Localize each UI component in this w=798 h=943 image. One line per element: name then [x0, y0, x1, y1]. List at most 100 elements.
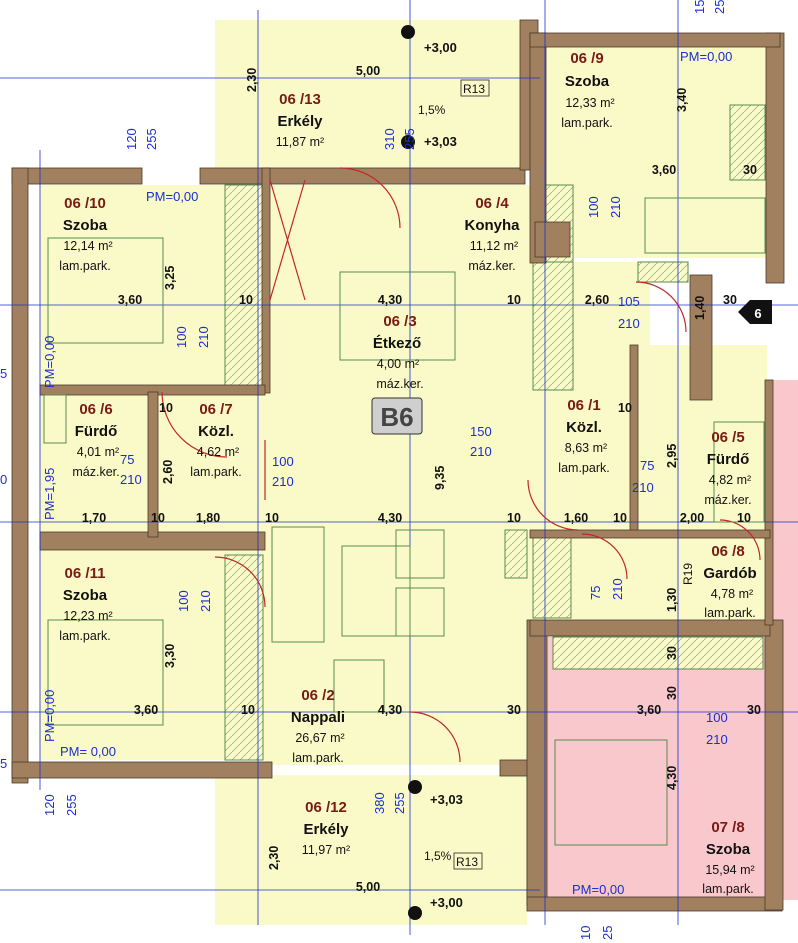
- blue-dimension: 100: [706, 710, 728, 725]
- outer-wall-left: [11, 167, 29, 784]
- room-fill-06-6: [40, 392, 150, 532]
- tag-label: R13: [456, 855, 478, 869]
- wall-0708-left: [526, 619, 548, 906]
- dimension: 10: [241, 703, 255, 717]
- level-marker-icon: [401, 135, 415, 149]
- room-id: 06 /10: [64, 195, 106, 212]
- unit-badge: B6: [380, 402, 413, 432]
- blue-dimension: 75: [640, 458, 654, 473]
- room-floor: máz.ker.: [468, 259, 515, 273]
- room-name: Étkező: [373, 335, 421, 352]
- dimension: 10: [737, 511, 751, 525]
- room-name: Erkély: [303, 821, 349, 838]
- wardrobes: [224, 104, 766, 761]
- wall-0605-left: [629, 344, 639, 536]
- room-floor: máz.ker.: [72, 465, 119, 479]
- room-area: 4,62 m²: [197, 445, 239, 459]
- dimension: 1,30: [665, 588, 679, 612]
- slope-label: 1,5%: [424, 849, 452, 863]
- room-fill-06-13: [215, 20, 522, 168]
- room-id: 06 /6: [79, 401, 112, 418]
- room-area: 11,87 m²: [276, 135, 324, 149]
- room-floor: lam.park.: [561, 116, 612, 130]
- blue-dimension: 150: [470, 424, 492, 439]
- bed-0610: [47, 237, 164, 344]
- dimension: 2,60: [161, 460, 175, 484]
- blue-dimension: 5: [0, 756, 7, 771]
- dimension: 2,95: [665, 444, 679, 468]
- furniture: [43, 197, 766, 846]
- dining-table: [339, 271, 456, 361]
- blue-dimension: 210: [470, 444, 492, 459]
- room-id: 06 /2: [301, 687, 334, 704]
- sofa: [271, 526, 325, 643]
- room-name: Közl.: [566, 419, 602, 436]
- level-marker-icon: [408, 906, 422, 920]
- pm-label: PM=0,00: [42, 336, 57, 388]
- tv-unit: [333, 659, 385, 713]
- tag-label: R13: [463, 82, 485, 96]
- walls: [11, 19, 785, 912]
- level-labels: +3,00 +3,03 +3,03 +3,00: [424, 40, 463, 910]
- level-label: +3,03: [430, 792, 463, 807]
- dimension: 10: [507, 511, 521, 525]
- doors: [161, 167, 761, 763]
- wall-0608-bottom: [529, 619, 771, 637]
- blue-dimension: 100: [176, 590, 191, 612]
- room-area: 8,63 m²: [565, 441, 607, 455]
- dimension: 3,60: [118, 293, 142, 307]
- wall-0605-right: [764, 379, 774, 626]
- dimension: 10: [239, 293, 253, 307]
- room-name: Szoba: [63, 587, 108, 604]
- dimension: 10: [618, 401, 632, 415]
- blue-dimension: 100: [272, 454, 294, 469]
- room-id: 06 /5: [711, 429, 744, 446]
- blue-dimension: 15: [692, 0, 707, 14]
- dimension: 30: [747, 703, 761, 717]
- dimension: 1,40: [693, 296, 707, 320]
- dimension: 10: [151, 511, 165, 525]
- dimension: 3,25: [163, 266, 177, 290]
- dimension: 30: [665, 686, 679, 700]
- dimension: 10: [265, 511, 279, 525]
- room-id: 06 /12: [305, 799, 347, 816]
- level-marker-icon: [401, 25, 415, 39]
- room-area: 26,67 m²: [295, 731, 344, 745]
- dimension: 2,30: [267, 846, 281, 870]
- room-id: 06 /7: [199, 401, 232, 418]
- blue-dimension: 210: [618, 316, 640, 331]
- dimension: 10: [159, 401, 173, 415]
- room-floor: lam.park.: [292, 751, 343, 765]
- blue-dimension: 100: [586, 196, 601, 218]
- bed-069: [644, 197, 766, 254]
- room-fill-06-7: [150, 392, 265, 532]
- blue-dimension: 105: [618, 294, 640, 309]
- blue-dimension: 255: [392, 792, 407, 814]
- pm-label: PM=0,00: [572, 882, 624, 897]
- blue-dimension: 0: [0, 472, 7, 487]
- room-name: Nappali: [291, 709, 345, 726]
- armchair-2: [395, 587, 445, 637]
- level-markers: [401, 25, 422, 920]
- blue-dimension: 255: [402, 128, 417, 150]
- stair-number-marker: [738, 300, 772, 324]
- room-floor: lam.park.: [59, 259, 110, 273]
- room-area: 15,94 m²: [705, 863, 754, 877]
- dimension: 30: [507, 703, 521, 717]
- blue-dimension: 210: [196, 326, 211, 348]
- pm-label: PM=0,00: [680, 49, 732, 64]
- pm-label: PM=1,95: [42, 468, 57, 520]
- pm-label: PM=0,00: [42, 690, 57, 742]
- wall-0610-right: [261, 167, 271, 394]
- dimension: 30: [743, 163, 757, 177]
- room-floor: lam.park.: [59, 629, 110, 643]
- blue-dimension: 75: [120, 452, 134, 467]
- room-name: Erkély: [277, 113, 323, 130]
- room-area: 11,97 m²: [302, 843, 350, 857]
- level-label: +3,00: [424, 40, 457, 55]
- room-id: 06 /3: [383, 313, 416, 330]
- tag-box: [460, 79, 490, 97]
- blue-dimension-labels: 120 255 310 255 15 25 100 210 105 210 10…: [0, 0, 728, 940]
- room-id: 06 /9: [570, 50, 603, 67]
